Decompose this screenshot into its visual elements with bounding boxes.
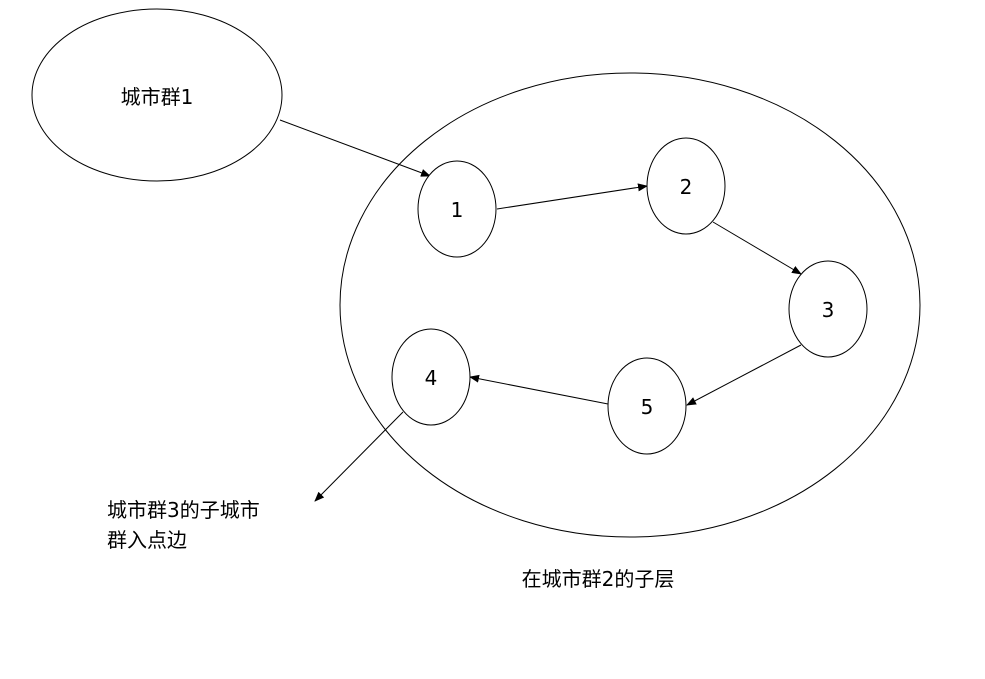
node-1[interactable] [417,160,497,258]
cluster1-ellipse[interactable] [31,8,283,182]
node-3-label: 3 [822,298,835,322]
cluster2-label: 在城市群2的子层 [522,567,675,591]
edge-node4-to-external [314,411,404,502]
node-4[interactable] [391,328,471,426]
node-5-label: 5 [641,395,654,419]
node-3[interactable] [788,260,868,358]
node-2[interactable] [646,137,726,235]
edge-cluster1-to-node1 [279,119,431,177]
node-4-label: 4 [425,366,438,390]
node-1-label: 1 [451,198,464,222]
edge-node1-to-node2 [496,183,648,210]
external-label-line2: 群入点边 [107,528,187,552]
node-5[interactable] [607,357,687,455]
node-2-label: 2 [680,175,693,199]
edge-node2-to-node3 [712,221,802,275]
cluster1-label: 城市群1 [121,85,194,109]
edge-node5-to-node4 [469,374,609,405]
external-label-line1: 城市群3的子城市 [107,498,260,522]
edge-node3-to-node5 [686,344,802,406]
